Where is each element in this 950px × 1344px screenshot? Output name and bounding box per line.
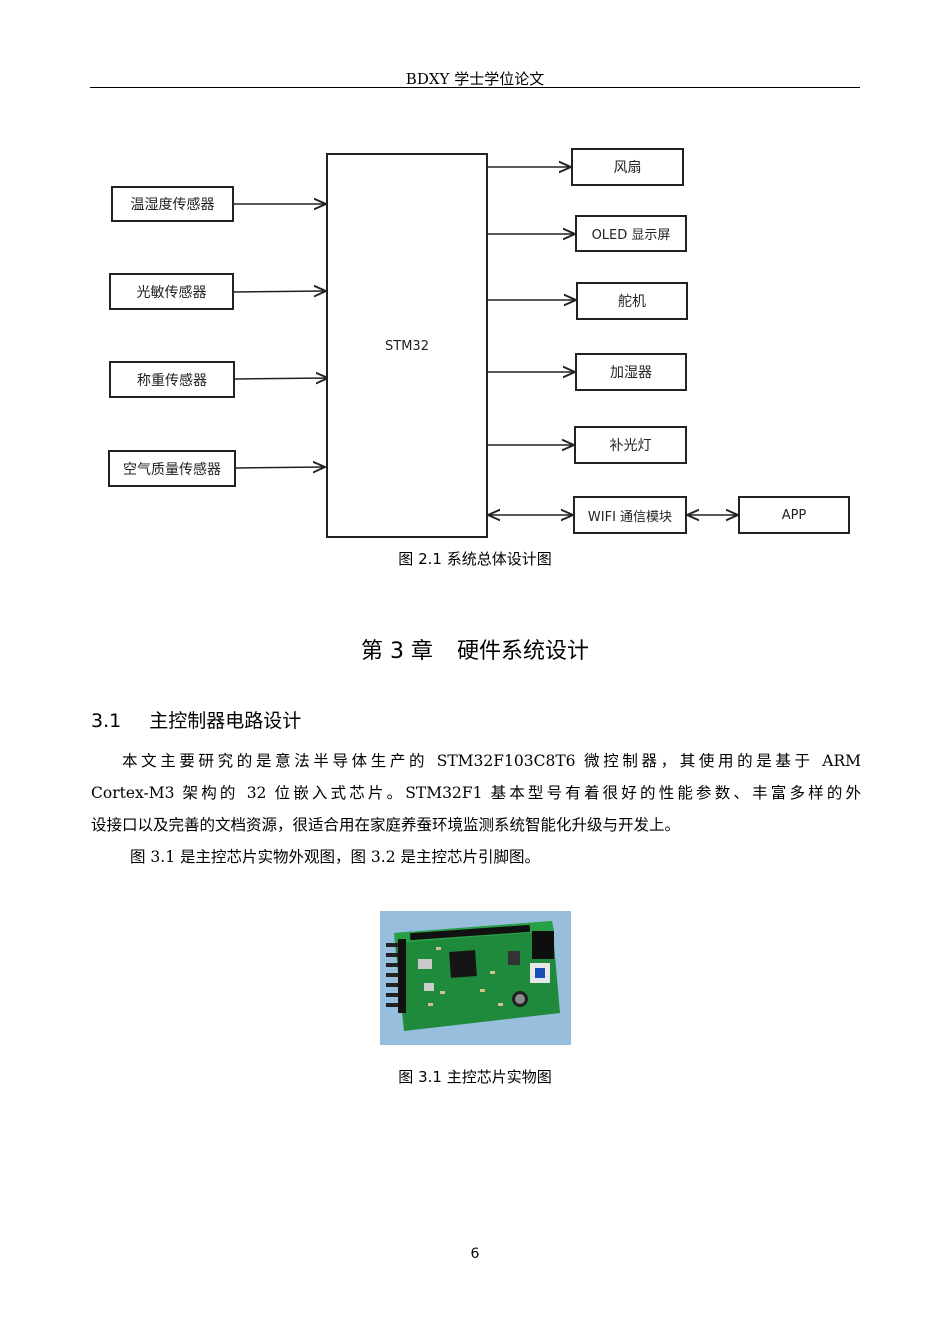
arrow-input-3 [234, 378, 328, 379]
input-label-4: 空气质量传感器 [123, 461, 221, 478]
app-box: APP [738, 496, 850, 534]
chapter-heading: 第 3 章硬件系统设计 [0, 633, 950, 665]
stm32-board-image [380, 911, 571, 1045]
output-box-5: 补光灯 [574, 426, 687, 464]
chapter-number: 第 3 章 [361, 639, 433, 664]
output-label-6: WIFI 通信模块 [587, 509, 673, 525]
input-label-3: 称重传感器 [137, 372, 207, 389]
output-box-4: 加湿器 [575, 353, 687, 391]
body-paragraph-1: 本文主要研究的是意法半导体生产的 STM32F103C8T6 微控制器，其使用的… [91, 745, 861, 841]
diagram-connectors [233, 0, 950, 560]
input-box-1: 温湿度传感器 [111, 186, 234, 222]
output-label-3: 舵机 [618, 294, 646, 310]
input-box-2: 光敏传感器 [109, 273, 234, 310]
output-box-3: 舵机 [576, 282, 688, 320]
controller-label: STM32 [385, 339, 429, 354]
board-photo [380, 911, 571, 1045]
output-box-2: OLED 显示屏 [575, 215, 687, 252]
input-label-2: 光敏传感器 [136, 284, 207, 301]
arrow-input-2 [233, 291, 326, 292]
output-box-1: 风扇 [571, 148, 684, 186]
arrow-input-4 [235, 467, 325, 468]
chapter-title: 硬件系统设计 [456, 639, 589, 664]
section-number: 3.1 [91, 710, 122, 732]
section-heading: 3.1 主控制器电路设计 [91, 706, 301, 733]
body-paragraph-2: 图 3.1 是主控芯片实物外观图，图 3.2 是主控芯片引脚图。 [91, 841, 861, 873]
figure-2-1-caption: 图 2.1 系统总体设计图 [398, 550, 552, 568]
system-diagram: STM32 温湿度传感器 光敏传感器 称重传感器 空气质量传感器 风扇 OLED… [0, 0, 950, 560]
wifi-module-box: WIFI 通信模块 [573, 496, 687, 534]
output-label-2: OLED 显示屏 [591, 228, 671, 243]
controller-box: STM32 [326, 153, 488, 538]
output-label-5: 补光灯 [609, 438, 652, 454]
input-box-4: 空气质量传感器 [108, 450, 236, 487]
section-title: 主控制器电路设计 [149, 710, 302, 732]
header-rule [90, 87, 860, 88]
paragraph-line: 设接口以及完善的文档资源，很适合用在家庭养蚕环境监测系统智能化升级与开发上。 [91, 816, 681, 834]
page-number: 6 [470, 1246, 480, 1262]
figure-3-1-caption: 图 3.1 主控芯片实物图 [398, 1068, 552, 1086]
output-label-4: 加湿器 [610, 365, 652, 381]
running-header: BDXY 学士学位论文 [405, 70, 545, 88]
paragraph-line: Cortex-M3 架构的 32 位嵌入式芯片。STM32F1 基本型号有着很好… [91, 784, 861, 802]
app-label: APP [781, 507, 807, 523]
input-box-3: 称重传感器 [109, 361, 235, 398]
output-label-1: 风扇 [613, 160, 642, 176]
paragraph-line: 本文主要研究的是意法半导体生产的 STM32F103C8T6 微控制器，其使用的… [122, 752, 861, 770]
input-label-1: 温湿度传感器 [130, 197, 215, 213]
paragraph-line: 图 3.1 是主控芯片实物外观图，图 3.2 是主控芯片引脚图。 [130, 848, 541, 866]
